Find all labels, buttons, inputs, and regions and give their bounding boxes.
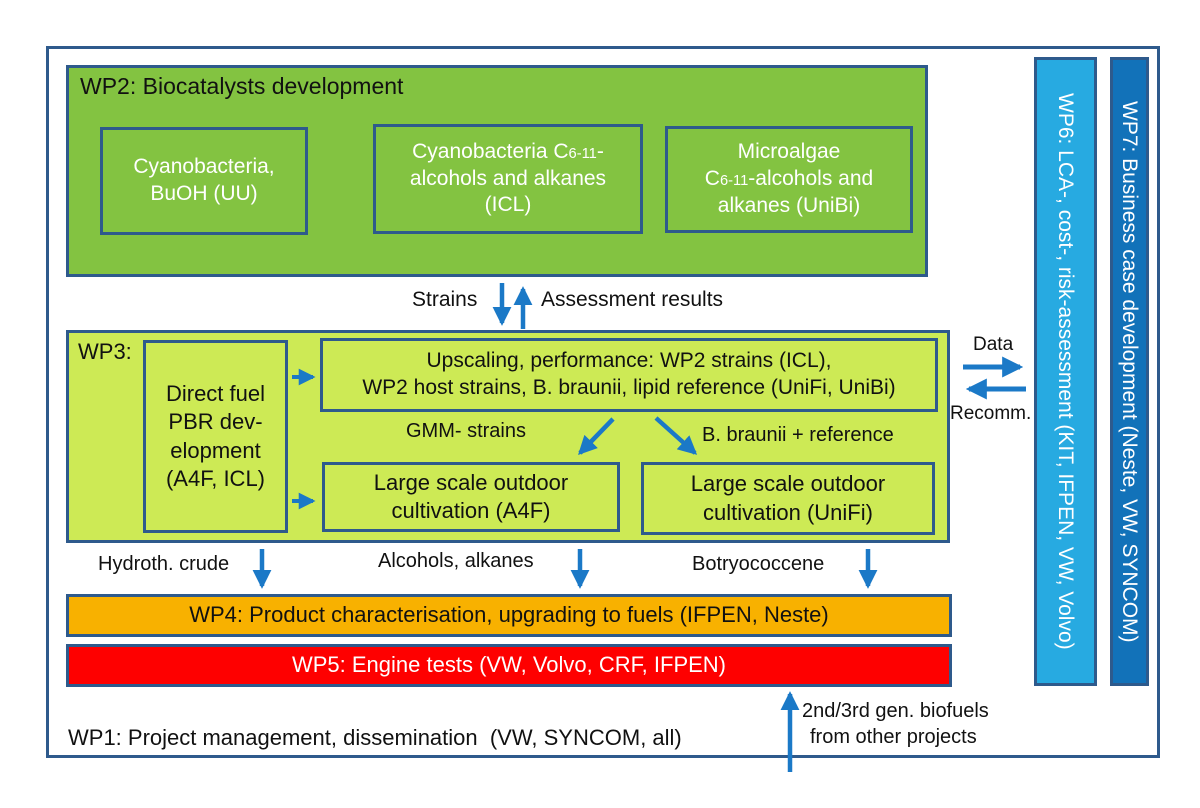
subbox-text: -alcohols and <box>748 167 874 191</box>
project-outer-frame <box>46 46 1160 758</box>
wp2-subbox-cyanobacteria-alcohols: Cyanobacteria C6-11- alcohols and alkane… <box>373 124 643 234</box>
subbox-line: Microalgae <box>737 140 841 164</box>
wp2-subbox-cyanobacteria-buoh: Cyanobacteria, BuOH (UU) <box>100 127 308 235</box>
hydrothermal-crude-flow-label: Hydroth. crude <box>98 553 230 575</box>
wp4-title: WP4: Product characterisation, upgrading… <box>189 602 829 628</box>
box-line: cultivation (UniFi) <box>703 499 873 525</box>
wp3-title: WP3: <box>78 339 132 364</box>
note-line: 2nd/3rd gen. biofuels <box>802 700 989 722</box>
chain-length-subscript: 6-11 <box>568 145 597 162</box>
subbox-line: Cyanobacteria, <box>133 155 275 179</box>
wp3-outdoor-cultivation-a4f-box: Large scale outdoor cultivation (A4F) <box>322 462 620 532</box>
subbox-line: Cyanobacteria C6-11- <box>412 139 604 166</box>
wp6-bar: WP6: LCA-, cost-, risk-assessment (KIT, … <box>1034 57 1097 686</box>
subbox-line: (ICL) <box>484 193 532 217</box>
subbox-text: C <box>704 167 720 191</box>
box-line: Large scale outdoor <box>690 471 886 497</box>
box-line: cultivation (A4F) <box>391 498 551 523</box>
recommendations-flow-label: Recomm. <box>950 403 1032 424</box>
wp1-title: WP1: Project management, dissemination (… <box>68 725 682 750</box>
box-line: elopment <box>170 437 261 463</box>
subbox-text: - <box>596 139 604 163</box>
braunii-reference-flow-label: B. braunii + reference <box>702 424 894 446</box>
subbox-line: BuOH (UU) <box>150 182 258 205</box>
subbox-line: alcohols and alkanes <box>409 166 607 190</box>
box-line: WP2 host strains, B. braunii, lipid refe… <box>362 376 896 399</box>
box-line: Upscaling, performance: WP2 strains (ICL… <box>426 349 832 373</box>
alcohols-alkanes-flow-label: Alcohols, alkanes <box>378 550 534 572</box>
data-flow-label: Data <box>973 334 1014 355</box>
box-line: Large scale outdoor <box>373 469 569 495</box>
gmm-strains-flow-label: GMM- strains <box>406 420 526 442</box>
wp2-subbox-microalgae: Microalgae C6-11-alcohols and alkanes (U… <box>665 126 913 233</box>
wp7-bar: WP7: Business case development (Neste, V… <box>1110 57 1149 686</box>
wp5-box: WP5: Engine tests (VW, Volvo, CRF, IFPEN… <box>66 644 952 687</box>
box-line: Direct fuel <box>165 381 266 407</box>
wp5-title: WP5: Engine tests (VW, Volvo, CRF, IFPEN… <box>291 652 727 678</box>
box-line: (A4F, ICL) <box>165 465 266 491</box>
wp6-title: WP6: LCA-, cost-, risk-assessment (KIT, … <box>1054 93 1077 650</box>
wp2-title: WP2: Biocatalysts development <box>80 73 404 99</box>
botryococcene-flow-label: Botryococcene <box>692 553 825 575</box>
box-line: PBR dev- <box>168 409 263 435</box>
subbox-text: Cyanobacteria C <box>412 139 569 163</box>
subbox-line: alkanes (UniBi) <box>717 193 861 217</box>
subbox-line: C6-11-alcohols and <box>705 166 873 193</box>
wp3-outdoor-cultivation-unifi-box: Large scale outdoor cultivation (UniFi) <box>641 462 935 535</box>
strains-flow-label: Strains <box>412 288 478 311</box>
chain-length-subscript: 6-11 <box>719 173 749 190</box>
wp4-box: WP4: Product characterisation, upgrading… <box>66 594 952 637</box>
wp3-upscaling-performance-box: Upscaling, performance: WP2 strains (ICL… <box>320 338 938 412</box>
wp7-title: WP7: Business case development (Neste, V… <box>1118 100 1141 643</box>
wp3-direct-fuel-pbr-box: Direct fuel PBR dev- elopment (A4F, ICL) <box>143 340 288 533</box>
note-line: from other projects <box>810 726 977 748</box>
assessment-results-flow-label: Assessment results <box>541 288 724 311</box>
external-biofuels-note: 2nd/3rd gen. biofuels from other project… <box>802 698 989 750</box>
